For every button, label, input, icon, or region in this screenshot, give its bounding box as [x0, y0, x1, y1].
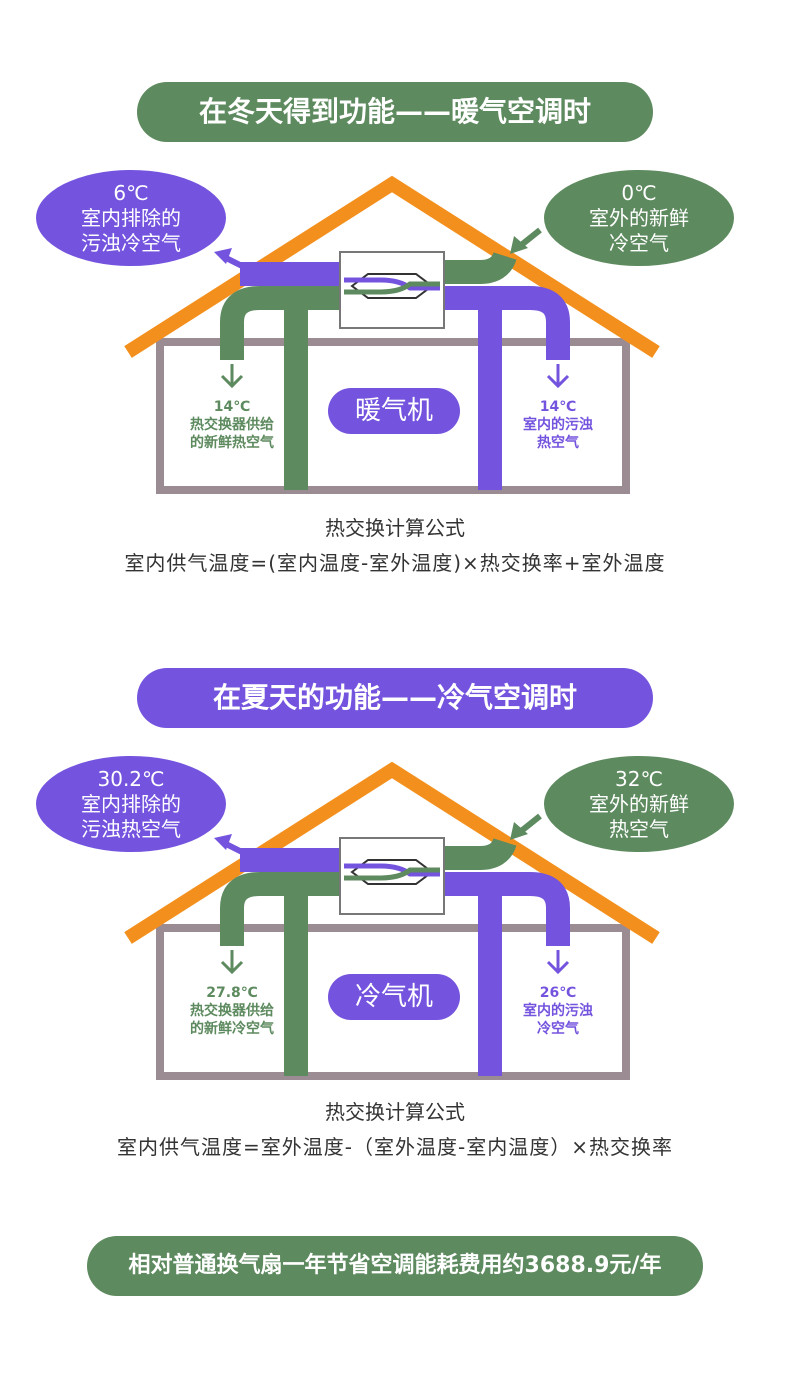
supply-air-label: 14℃ 热交换器供给 的新鲜热空气: [172, 398, 292, 452]
supply-line1: 热交换器供给: [190, 1003, 274, 1019]
savings-banner: 相对普通换气扇一年节省空调能耗费用约3688.9元/年: [87, 1236, 703, 1296]
fresh-line2: 热空气: [609, 816, 669, 841]
fresh-temp: 0℃: [621, 180, 657, 205]
summer-title: 在夏天的功能——冷气空调时: [137, 668, 653, 728]
summer-formula-title: 热交换计算公式: [325, 1100, 465, 1124]
indoor-temp: 14℃: [539, 399, 577, 415]
fresh-line1: 室外的新鲜: [589, 205, 689, 230]
exhaust-air-bubble: 30.2℃ 室内排除的 污浊热空气: [36, 756, 226, 852]
indoor-temp: 26℃: [539, 985, 577, 1001]
exhaust-temp: 6℃: [113, 180, 149, 205]
house-illustration: [124, 175, 660, 494]
fresh-temp: 32℃: [615, 766, 663, 791]
fresh-line1: 室外的新鲜: [589, 791, 689, 816]
indoor-line2: 冷空气: [537, 1021, 579, 1037]
winter-title: 在冬天得到功能——暖气空调时: [137, 82, 653, 142]
supply-temp: 27.8℃: [206, 985, 258, 1001]
exhaust-line2: 污浊冷空气: [81, 230, 181, 255]
exhaust-temp: 30.2℃: [97, 766, 165, 791]
exhaust-line1: 室内排除的: [81, 791, 181, 816]
supply-line1: 热交换器供给: [190, 417, 274, 433]
indoor-line1: 室内的污浊: [523, 1003, 593, 1019]
summer-diagram: 30.2℃ 室内排除的 污浊热空气 32℃ 室外的新鲜 热空气 27.8℃ 热交…: [0, 756, 790, 1096]
winter-formula: 室内供气温度=(室内温度-室外温度)×热交换率+室外温度: [124, 551, 666, 575]
cooler-badge: 冷气机: [328, 974, 460, 1020]
supply-air-label: 27.8℃ 热交换器供给 的新鲜冷空气: [172, 984, 292, 1038]
winter-formula-title: 热交换计算公式: [325, 516, 465, 540]
indoor-air-label: 14℃ 室内的污浊 热空气: [508, 398, 608, 452]
house-illustration: [124, 761, 660, 1080]
supply-line2: 的新鲜冷空气: [190, 1021, 274, 1037]
winter-diagram: 6℃ 室内排除的 污浊冷空气 0℃ 室外的新鲜 冷空气 14℃ 热交换器供给 的…: [0, 170, 790, 510]
exhaust-air-bubble: 6℃ 室内排除的 污浊冷空气: [36, 170, 226, 266]
heater-badge: 暖气机: [328, 388, 460, 434]
supply-temp: 14℃: [213, 399, 251, 415]
supply-line2: 的新鲜热空气: [190, 435, 274, 451]
indoor-air-label: 26℃ 室内的污浊 冷空气: [508, 984, 608, 1038]
fresh-air-bubble: 0℃ 室外的新鲜 冷空气: [544, 170, 734, 266]
indoor-line1: 室内的污浊: [523, 417, 593, 433]
exhaust-line2: 污浊热空气: [81, 816, 181, 841]
exhaust-line1: 室内排除的: [81, 205, 181, 230]
fresh-line2: 冷空气: [609, 230, 669, 255]
fresh-air-bubble: 32℃ 室外的新鲜 热空气: [544, 756, 734, 852]
indoor-line2: 热空气: [537, 435, 579, 451]
summer-formula: 室内供气温度=室外温度-（室外温度-室内温度）×热交换率: [117, 1135, 673, 1159]
